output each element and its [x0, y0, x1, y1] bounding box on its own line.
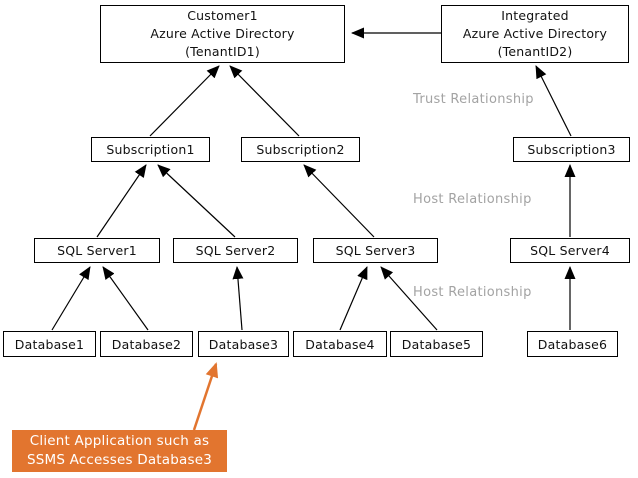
- tenant-id: (TenantID2): [497, 44, 573, 59]
- node-sql-server2: SQL Server2: [173, 238, 298, 263]
- node-customer1-tenant: Customer1 Azure Active Directory (Tenant…: [100, 5, 345, 63]
- arrow-sql3-to-sub2: [303, 164, 375, 238]
- tenant-id: (TenantID1): [185, 44, 260, 59]
- label-trust-relationship: Trust Relationship: [413, 92, 534, 107]
- tenant-directory: Azure Active Directory: [150, 26, 295, 41]
- node-sql-server4: SQL Server4: [510, 238, 630, 263]
- sql-server-label: SQL Server3: [335, 243, 416, 258]
- sql-server-label: SQL Server2: [195, 243, 276, 258]
- node-sql-server1: SQL Server1: [34, 238, 160, 263]
- node-database4: Database4: [293, 331, 387, 357]
- label-host-relationship-upper: Host Relationship: [413, 192, 532, 207]
- arrow-sql1-to-sub1: [96, 164, 147, 238]
- database-label: Database2: [111, 336, 182, 352]
- arrow-db1-to-sql1: [51, 266, 91, 331]
- database-label: Database3: [208, 336, 279, 352]
- database-label: Database5: [401, 336, 472, 352]
- node-subscription1: Subscription1: [91, 137, 210, 162]
- sql-server-label: SQL Server4: [530, 243, 610, 258]
- arrow-sub2-to-customer: [229, 65, 300, 137]
- arrow-sql2-to-sub1: [157, 164, 236, 238]
- node-database3: Database3: [198, 331, 289, 357]
- sql-server-label: SQL Server1: [57, 243, 137, 258]
- node-database6: Database6: [527, 331, 618, 357]
- database-label: Database1: [14, 336, 85, 352]
- tenant-name: Customer1: [187, 8, 258, 23]
- arrow-db5-to-sql3: [380, 266, 438, 331]
- subscription-label: Subscription2: [256, 142, 345, 157]
- tenant-directory: Azure Active Directory: [462, 26, 608, 41]
- arrow-sub1-to-customer: [149, 65, 220, 137]
- node-integrated-tenant: Integrated Azure Active Directory (Tenan…: [441, 5, 629, 63]
- node-database5: Database5: [390, 331, 483, 357]
- arrow-sub3-to-integrated: [535, 65, 572, 137]
- callout-line2: SSMS Accesses Database3: [26, 452, 213, 468]
- arrow-client-app-to-db3: [192, 362, 219, 431]
- callout-line1: Client Application such as: [29, 433, 210, 449]
- client-application-callout: Client Application such as SSMS Accesses…: [12, 430, 227, 472]
- node-subscription3: Subscription3: [513, 137, 630, 162]
- tenant-name: Integrated: [501, 8, 569, 23]
- arrow-db4-to-sql3: [339, 266, 368, 331]
- subscription-label: Subscription3: [527, 142, 616, 157]
- database-label: Database4: [305, 336, 375, 352]
- arrow-db2-to-sql1: [102, 266, 149, 331]
- arrow-db3-to-sql2: [232, 266, 244, 331]
- node-subscription2: Subscription2: [241, 137, 360, 162]
- label-host-relationship-lower: Host Relationship: [413, 285, 532, 300]
- node-sql-server3: SQL Server3: [313, 238, 438, 263]
- node-database2: Database2: [100, 331, 193, 357]
- node-database1: Database1: [3, 331, 96, 357]
- database-label: Database6: [537, 336, 608, 352]
- subscription-label: Subscription1: [106, 142, 195, 157]
